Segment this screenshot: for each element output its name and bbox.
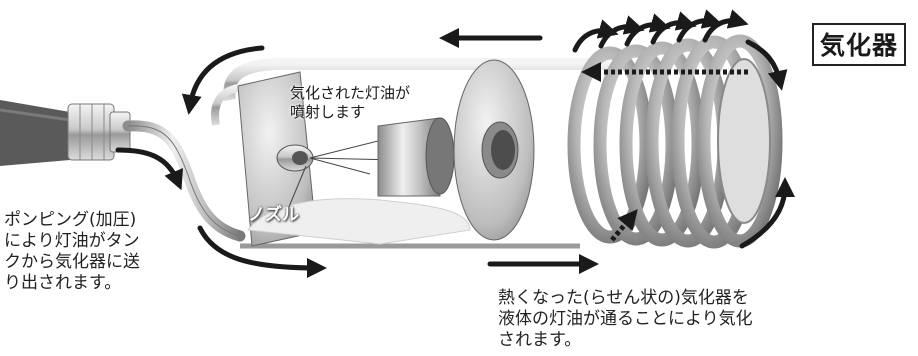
flow-arrow-coil-right-bottom xyxy=(739,177,795,249)
front-plate xyxy=(453,59,535,241)
flow-arrow-upper-left xyxy=(181,45,265,115)
coil-flow-arrow xyxy=(572,19,619,53)
vaporization-caption: 熱くなった(らせん状の)気化器を 液体の灯油が通ることにより気化 されます。 xyxy=(498,288,753,350)
coil-flow-arrow xyxy=(676,9,723,43)
nozzle-label: ノズル xyxy=(248,205,299,225)
pumping-caption: ポンピング(加圧) により灯油がタン クから気化器に送 り出されます。 xyxy=(4,210,140,293)
flow-arrow-coil-right-top xyxy=(745,39,788,91)
vaporizer-coil xyxy=(567,34,783,249)
wick-pad xyxy=(247,198,471,245)
coil-flow-arrow xyxy=(598,15,645,49)
dotted-flow-arrow xyxy=(610,209,638,242)
coil-flow-arrow xyxy=(702,9,749,43)
coil-flow-arrows xyxy=(572,9,749,53)
flow-arrows xyxy=(115,28,795,278)
dotted-flow-arrows xyxy=(581,62,748,242)
spray-label: 気化された灯油が 噴射します xyxy=(290,84,411,121)
burner-cylinder xyxy=(377,117,455,197)
flow-arrow-left-entry xyxy=(115,147,183,191)
coil-flow-arrow xyxy=(650,11,697,45)
coil-flow-arrow xyxy=(624,13,671,47)
fuel-hose xyxy=(0,100,71,166)
nozzle xyxy=(276,144,314,172)
vaporizer-title: 気化器 xyxy=(812,23,907,66)
flow-arrow-bottom xyxy=(197,225,327,278)
